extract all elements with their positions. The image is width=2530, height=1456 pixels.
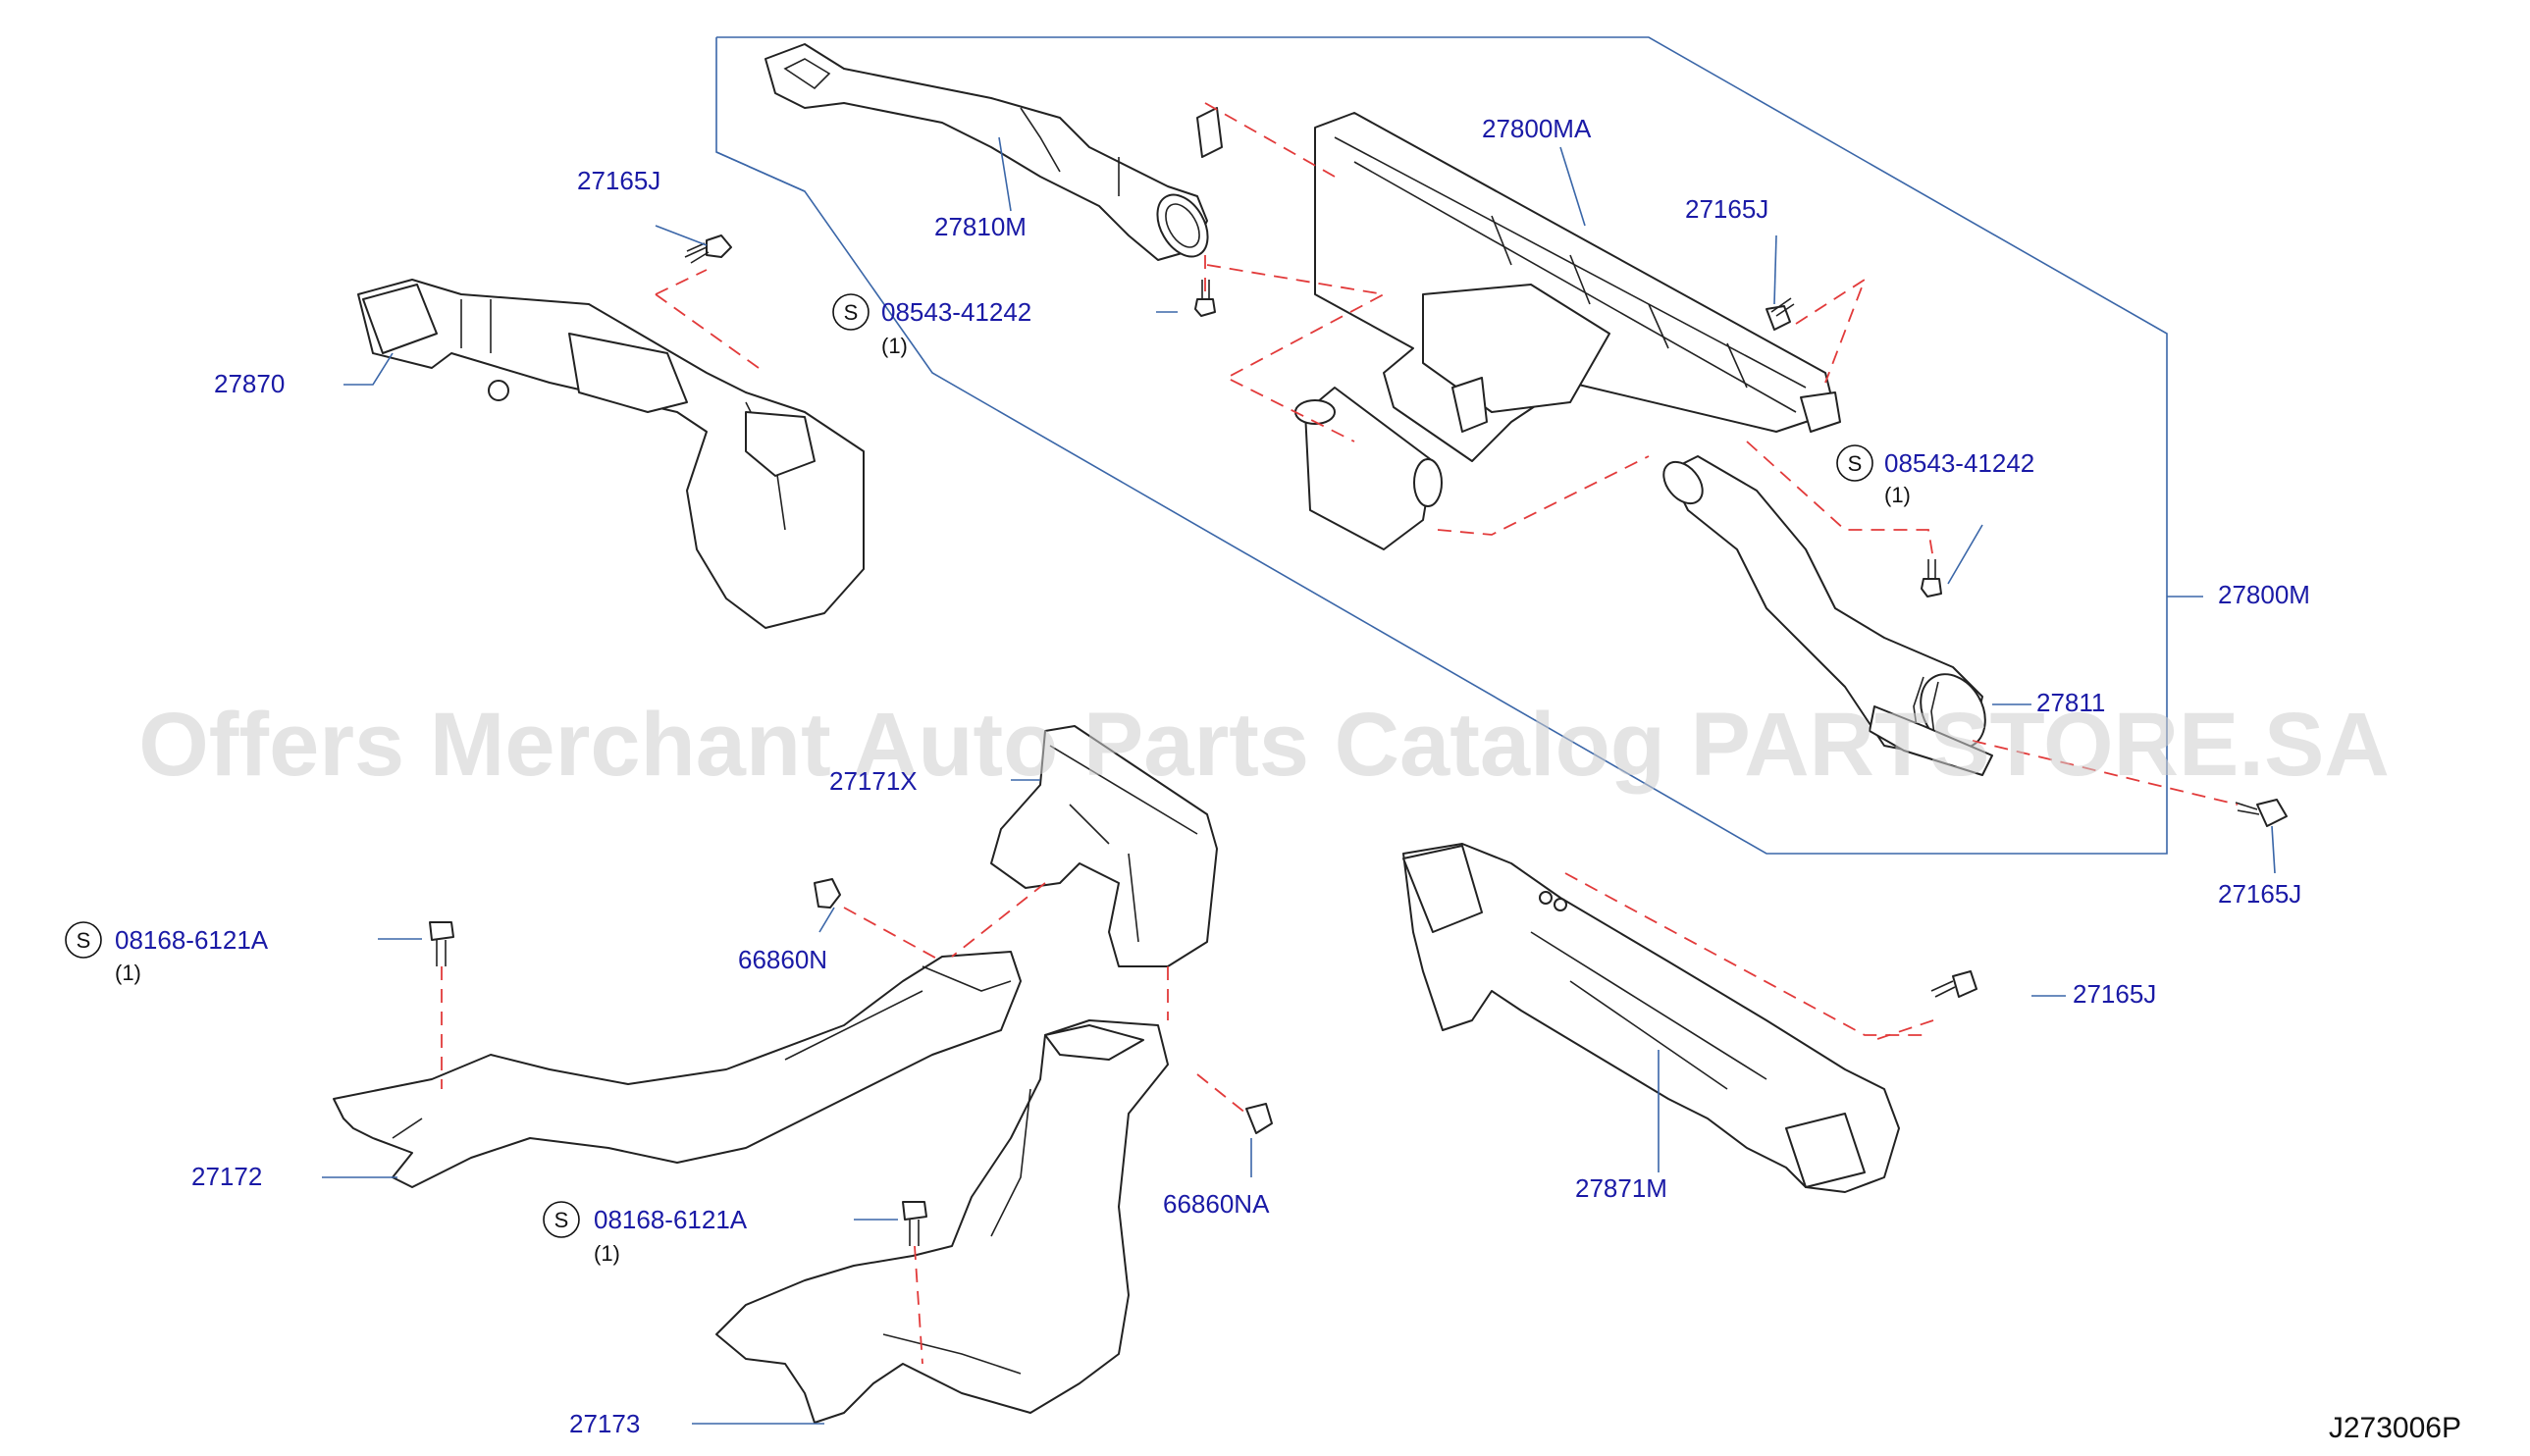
part-27811-duct[interactable]: [1656, 454, 1998, 776]
s-symbol-circle: [1836, 444, 1873, 482]
bolt-08168-lower[interactable]: [902, 1201, 927, 1246]
s-label-08543-upper[interactable]: S 08543-41242 (1): [832, 293, 1031, 358]
clip-66860N[interactable]: [814, 878, 841, 909]
qty-08168-lower: (1): [594, 1241, 620, 1266]
label-66860N[interactable]: 66860N: [738, 945, 827, 974]
install-lines: [441, 102, 2239, 1365]
s-symbol: S: [77, 928, 91, 953]
label-27165J-upper-right[interactable]: 27165J: [1685, 194, 1768, 224]
label-27165J-lower-right[interactable]: 27165J: [2073, 979, 2156, 1009]
s-label-08168-left[interactable]: S 08168-6121A (1): [65, 921, 269, 985]
part-27172-duct[interactable]: [333, 951, 1022, 1188]
s-label-08543-right[interactable]: S 08543-41242 (1): [1836, 444, 2034, 507]
qty-08543-upper: (1): [881, 334, 908, 358]
bolt-08168-left[interactable]: [429, 921, 454, 966]
label-66860NA[interactable]: 66860NA: [1163, 1189, 1270, 1219]
label-27173[interactable]: 27173: [569, 1409, 640, 1438]
label-27870[interactable]: 27870: [214, 369, 285, 398]
label-27800MA[interactable]: 27800MA: [1482, 114, 1592, 143]
part-27810M-duct[interactable]: [764, 43, 1223, 265]
label-27810M[interactable]: 27810M: [934, 212, 1027, 241]
label-27871M[interactable]: 27871M: [1575, 1173, 1667, 1203]
bolt-08543-right[interactable]: [1921, 559, 1942, 598]
label-08168-6121A-left: 08168-6121A: [115, 925, 269, 955]
s-symbol: S: [844, 300, 859, 325]
qty-08543-right: (1): [1884, 483, 1911, 507]
part-27871M-duct[interactable]: [1402, 843, 1900, 1193]
s-symbol-circle: [543, 1201, 580, 1238]
label-27171X[interactable]: 27171X: [829, 766, 918, 796]
watermark: Offers Merchant Auto Parts Catalog PARTS…: [138, 695, 2390, 795]
part-27171X-duct[interactable]: [990, 725, 1218, 967]
label-08168-6121A-lower: 08168-6121A: [594, 1205, 748, 1234]
part-27173-duct[interactable]: [715, 1019, 1169, 1424]
bolt-08543-upper[interactable]: [1194, 280, 1216, 317]
label-27172[interactable]: 27172: [191, 1162, 262, 1191]
screw-27165J-upper-left[interactable]: [684, 234, 732, 264]
label-27800M[interactable]: 27800M: [2218, 580, 2310, 609]
s-symbol: S: [1848, 451, 1863, 476]
s-symbol-circle: [832, 293, 870, 331]
diagram-code: J273006P: [2329, 1412, 2461, 1444]
s-label-08168-lower[interactable]: S 08168-6121A (1): [543, 1201, 748, 1266]
screw-27165J-upper-right[interactable]: [1766, 297, 1795, 331]
label-27165J-right[interactable]: 27165J: [2218, 879, 2301, 909]
label-27811[interactable]: 27811: [2036, 688, 2105, 717]
screw-27165J-lower-right[interactable]: [1930, 970, 1977, 998]
screw-27165J-right[interactable]: [2235, 799, 2288, 827]
label-27165J-upper-left[interactable]: 27165J: [577, 166, 660, 195]
center-bracket: [1294, 387, 1443, 550]
clip-66860NA[interactable]: [1245, 1103, 1273, 1134]
part-27870-duct[interactable]: [357, 279, 865, 629]
s-symbol: S: [554, 1208, 569, 1232]
qty-08168-left: (1): [115, 961, 141, 985]
label-08543-41242-upper: 08543-41242: [881, 297, 1031, 327]
label-08543-41242-right: 08543-41242: [1884, 448, 2034, 478]
part-27800MA-duct[interactable]: [1314, 112, 1841, 462]
assembly-frame-inner: [715, 151, 806, 192]
leader-lines: [322, 136, 2276, 1425]
s-symbol-circle: [65, 921, 102, 959]
